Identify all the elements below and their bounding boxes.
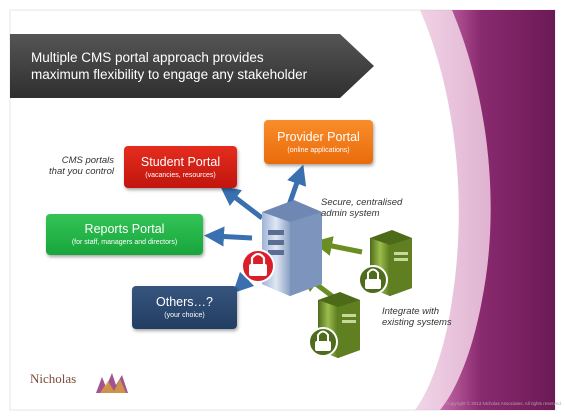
secure-admin-caption: Secure, centralised admin system	[321, 197, 431, 219]
provider-portal-box: Provider Portal (online applications)	[264, 120, 373, 164]
nicholas-logo: Nicholas	[30, 369, 140, 395]
provider-portal-title: Provider Portal	[277, 129, 360, 144]
title-line-2: maximum flexibility to engage any stakeh…	[31, 67, 308, 82]
integrate-caption-line-2: existing systems	[382, 317, 452, 328]
red-padlock-icon	[241, 249, 275, 283]
reports-portal-subtitle: (for staff, managers and directors)	[71, 239, 178, 246]
integrate-caption-line-1: Integrate with	[382, 306, 440, 317]
others-portal-box: Others…? (your choice)	[132, 286, 237, 329]
others-portal-subtitle: (your choice)	[164, 312, 205, 319]
logo-mark-icon	[96, 373, 128, 393]
title-banner	[10, 34, 374, 98]
green-padlock-icon-2	[308, 327, 338, 357]
secure-caption-line-1: Secure, centralised	[321, 197, 403, 208]
others-portal-title: Others…?	[156, 295, 213, 309]
secure-caption-line-2: admin system	[321, 208, 380, 219]
cms-caption-line-2: that you control	[49, 166, 114, 177]
central-server-icon	[262, 200, 322, 296]
green-padlock-icon	[358, 265, 388, 295]
integrate-caption: Integrate with existing systems	[382, 306, 492, 328]
copyright-text: Copyright © 2013 Nicholas Associates. Al…	[446, 401, 562, 406]
student-portal-box: Student Portal (vacancies, resources)	[124, 146, 237, 188]
cms-caption-line-1: CMS portals	[61, 155, 114, 166]
provider-portal-subtitle: (online applications)	[287, 146, 350, 154]
logo-text: Nicholas	[30, 371, 77, 386]
cms-portals-caption: CMS portals that you control	[30, 155, 114, 177]
title-line-1: Multiple CMS portal approach provides	[31, 50, 264, 65]
reports-portal-title: Reports Portal	[84, 222, 165, 236]
arrow-to-reports-portal	[204, 226, 253, 247]
slide-title: Multiple CMS portal approach provides ma…	[31, 49, 351, 83]
arrow-to-student-portal	[220, 185, 264, 220]
student-portal-subtitle: (vacancies, resources)	[145, 171, 216, 179]
reports-portal-box: Reports Portal (for staff, managers and …	[46, 214, 203, 255]
student-portal-title: Student Portal	[140, 154, 221, 169]
arrow-from-existing-system-1	[312, 236, 363, 256]
